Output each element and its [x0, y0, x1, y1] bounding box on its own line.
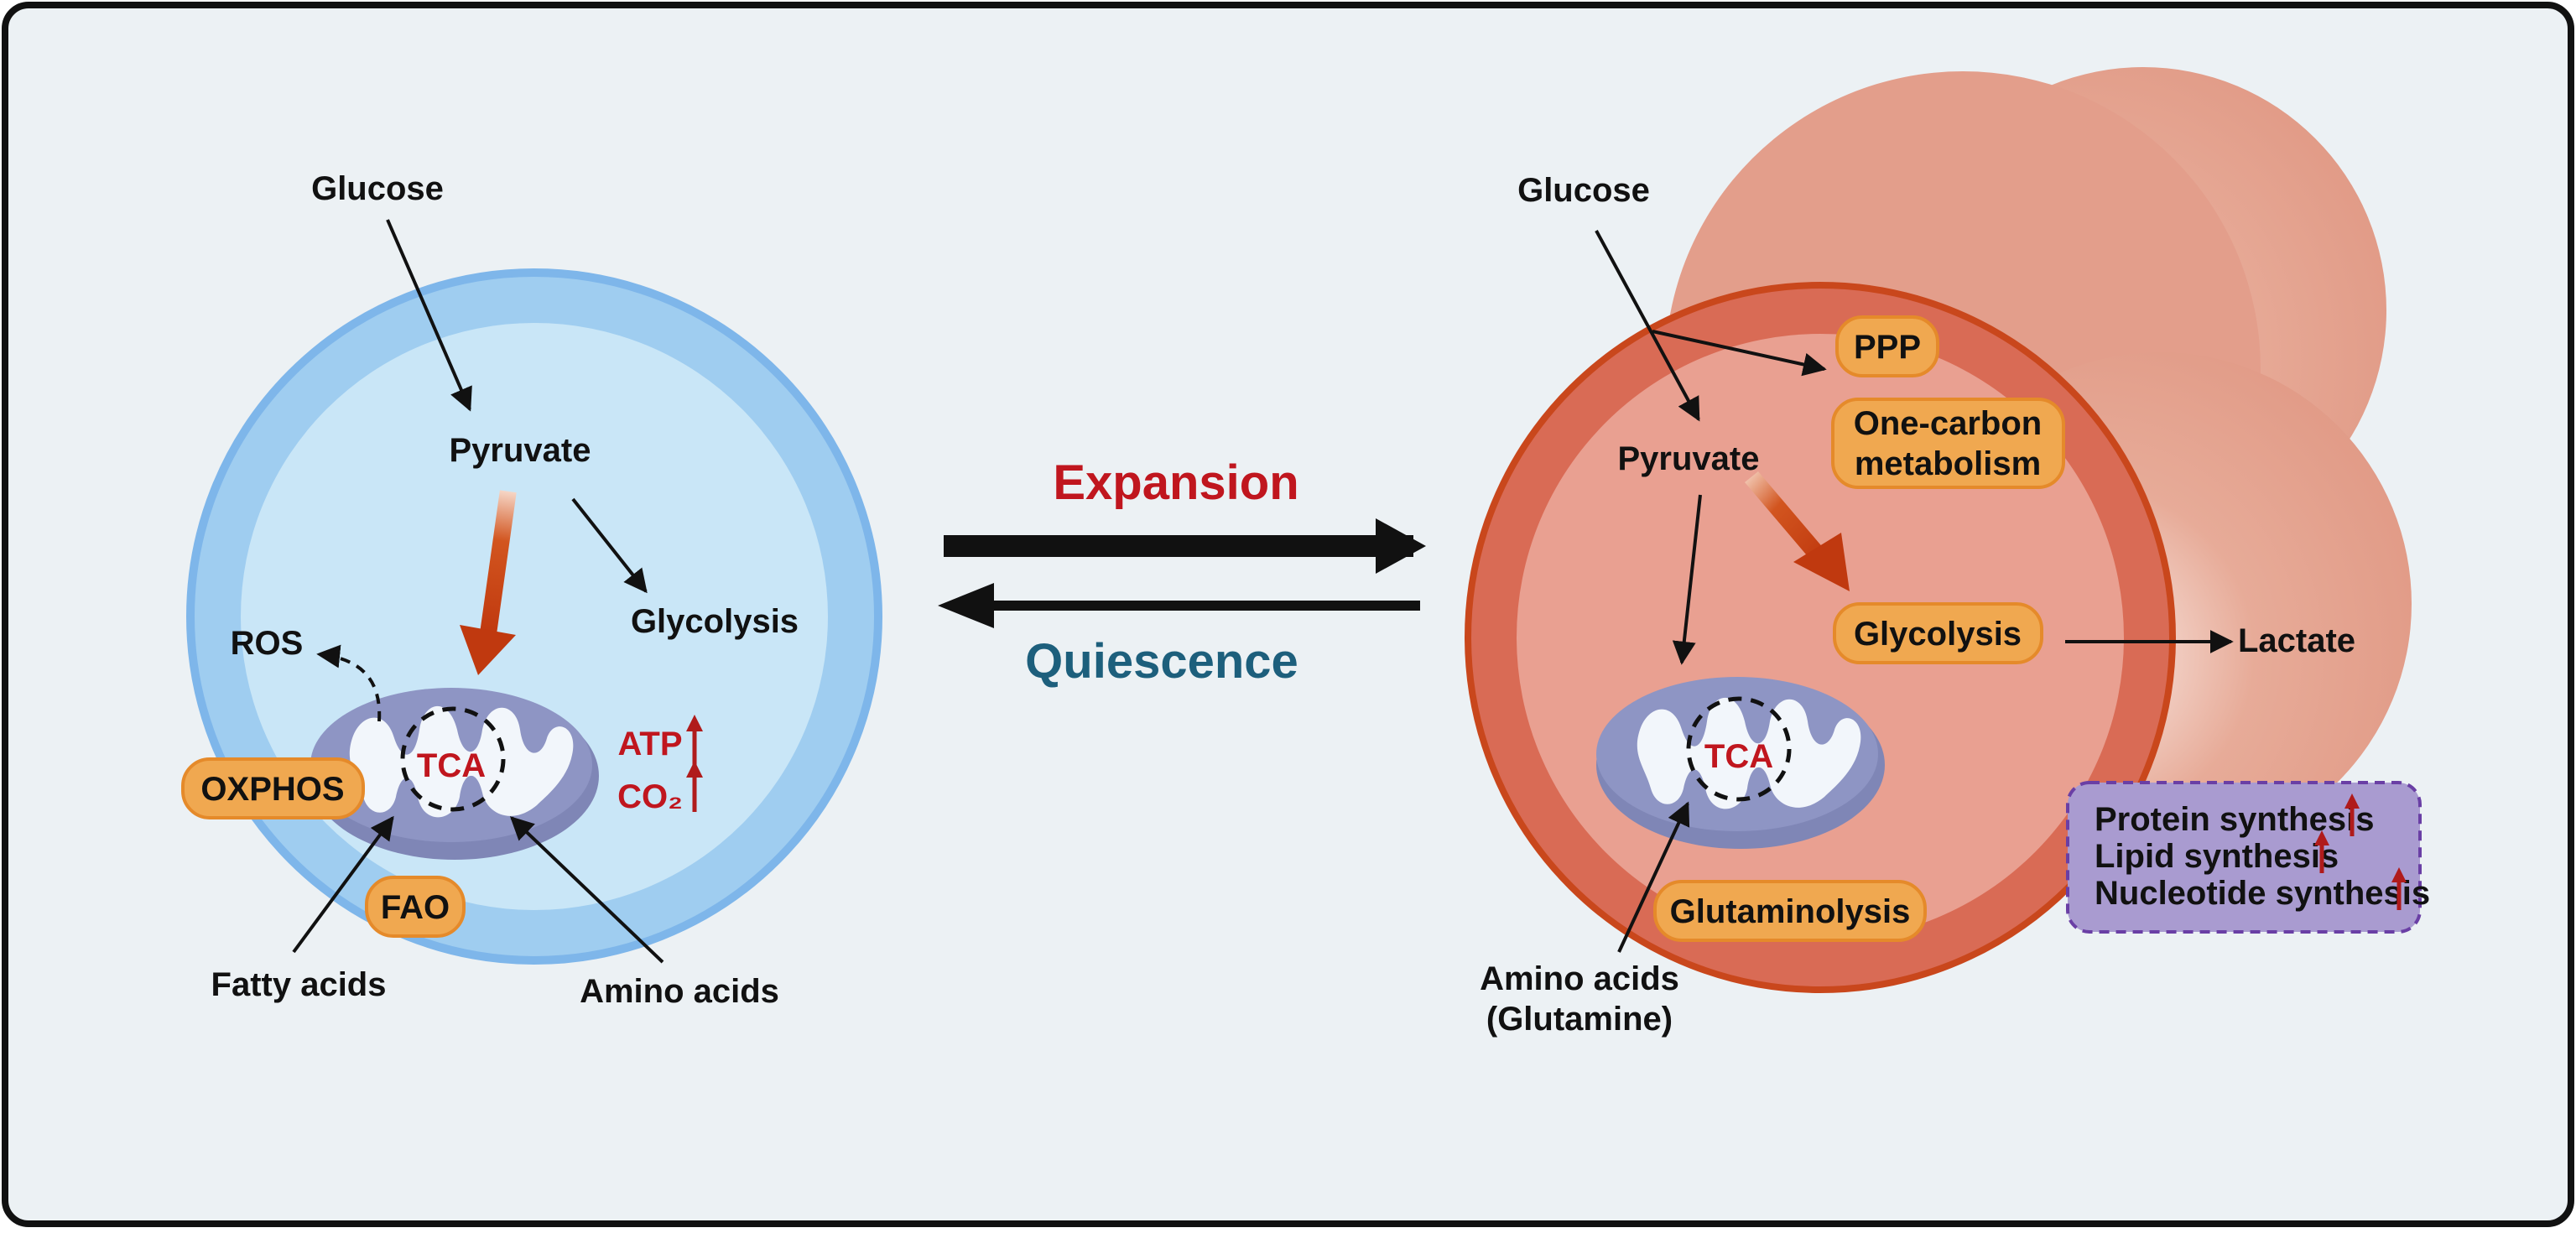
arrow-amino-acids-to-mito-right	[1617, 801, 1690, 953]
synthesis-item: Protein synthesis	[2095, 801, 2374, 838]
quiescence-arrow	[938, 583, 1420, 628]
pyruvate-label-right: Pyruvate	[1618, 440, 1760, 477]
synthesis-box: Protein synthesis Lipid synthesis Nucleo…	[2066, 781, 2430, 934]
amino-acids-label-left: Amino acids	[580, 973, 779, 1010]
svg-text:One-carbon: One-carbon	[1854, 405, 2042, 442]
svg-text:PPP: PPP	[1854, 329, 1921, 366]
synthesis-item: Lipid synthesis	[2095, 838, 2339, 875]
svg-text:FAO: FAO	[381, 889, 450, 926]
pyruvate-label-left: Pyruvate	[450, 432, 591, 469]
ppp-pill: PPP	[1835, 315, 1939, 377]
arrow-glucose-to-pyruvate-right	[1595, 230, 1700, 422]
lactate-label: Lactate	[2238, 622, 2355, 659]
glucose-label-right: Glucose	[1517, 172, 1650, 209]
expansion-arrow	[944, 518, 1426, 574]
arrow-fatty-acids-to-mito	[292, 815, 394, 954]
red-arrow-pyruvate-to-tca-left	[460, 490, 517, 675]
arrow-amino-acids-to-mito-left	[509, 816, 664, 964]
one-carbon-metabolism-pill: One-carbon metabolism	[1831, 398, 2065, 489]
tca-label-left: TCA	[417, 747, 486, 784]
svg-text:Glutaminolysis: Glutaminolysis	[1670, 893, 1911, 930]
atp-label: ATP	[617, 726, 682, 762]
up-arrow-icon	[686, 715, 703, 767]
oxphos-pill: OXPHOS	[181, 757, 365, 819]
glycolysis-pill: Glycolysis	[1833, 602, 2043, 664]
arrow-glucose-to-ppp	[1652, 330, 1827, 377]
arrow-glucose-to-pyruvate-left	[386, 219, 472, 412]
tca-label-right: TCA	[1704, 738, 1773, 775]
co2-label: CO₂	[617, 778, 683, 815]
fao-pill: FAO	[365, 876, 466, 938]
synthesis-item: Nucleotide synthesis	[2095, 875, 2430, 912]
glucose-label-left: Glucose	[311, 170, 444, 207]
up-arrow-icon	[686, 761, 703, 812]
up-arrow-icon	[2314, 830, 2329, 873]
arrow-pyruvate-to-mito	[1672, 494, 1702, 665]
svg-text:Glycolysis: Glycolysis	[1854, 616, 2022, 653]
up-arrow-icon	[2391, 867, 2407, 910]
svg-text:OXPHOS: OXPHOS	[200, 771, 344, 808]
ros-label: ROS	[231, 625, 304, 662]
svg-text:metabolism: metabolism	[1855, 445, 2041, 482]
arrow-pyruvate-to-glycolysis-left	[571, 497, 648, 594]
red-arrow-pyruvate-to-glycolysis	[1745, 471, 1850, 591]
fatty-acids-label: Fatty acids	[211, 966, 387, 1003]
glutamine-label: (Glutamine)	[1486, 1001, 1673, 1038]
up-arrow-icon	[2344, 793, 2360, 836]
expansion-label: Expansion	[1053, 455, 1298, 510]
amino-acids-label-right: Amino acids	[1480, 960, 1679, 997]
quiescence-label: Quiescence	[1025, 634, 1298, 689]
dashed-arrow-to-ros	[316, 644, 382, 722]
glycolysis-label-left: Glycolysis	[631, 603, 799, 640]
glutaminolysis-pill: Glutaminolysis	[1653, 880, 1927, 942]
